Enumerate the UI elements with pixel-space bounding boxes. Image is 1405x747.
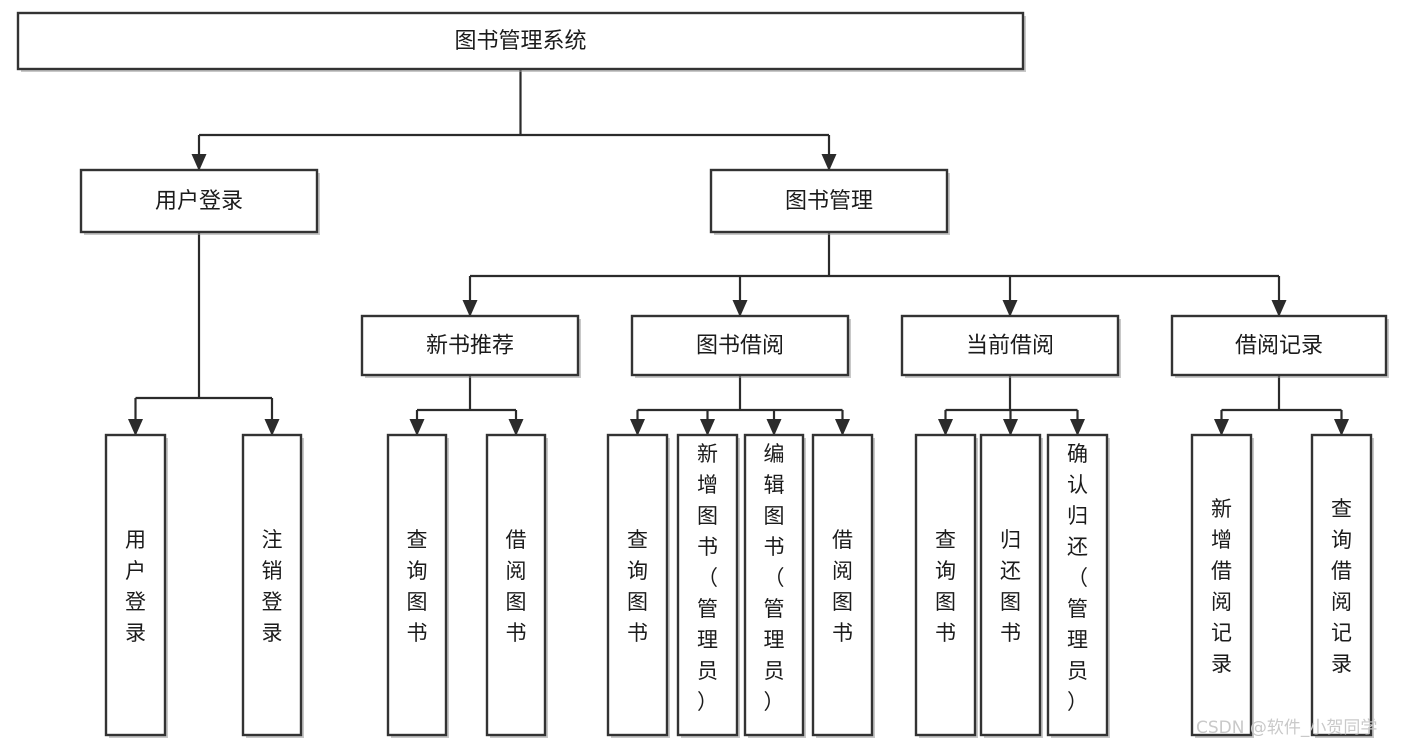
watermark-label: CSDN @软件_小贺同学 [1196,718,1377,738]
arrow-head-icon [1003,419,1018,436]
node-label: 借阅图书 [832,528,853,645]
node-box[interactable] [1190,433,1253,737]
arrow-head-icon [1070,419,1085,436]
node-box[interactable] [16,11,1025,71]
node-leaf-borrow-book-rec[interactable]: 借阅图书 [485,433,548,738]
node-label: 新增图书（管理员） [697,442,718,714]
node-leaf-borrow-book[interactable]: 借阅图书 [811,433,875,738]
node-leaf-query-book-borrow[interactable]: 查询图书 [606,433,670,738]
node-box[interactable] [104,433,167,737]
node-box[interactable] [979,433,1042,737]
arrow-head-icon [821,154,837,171]
node-box[interactable] [1046,433,1109,737]
node-label: 新书推荐 [426,334,514,359]
node-box[interactable] [241,433,303,737]
node-box[interactable] [360,314,580,377]
node-label: 注销登录 [262,528,283,645]
node-current-borrow[interactable]: 当前借阅 [900,314,1121,378]
arrow-head-icon [766,419,782,436]
node-box[interactable] [1310,433,1373,737]
node-box[interactable] [676,433,739,737]
node-label: 借阅记录 [1235,334,1323,359]
arrow-head-icon [700,419,715,436]
arrow-head-icon [1002,300,1018,317]
node-book-borrow[interactable]: 图书借阅 [630,314,851,378]
node-label: 归还图书 [1000,528,1021,645]
node-box[interactable] [743,433,805,737]
node-label: 借阅图书 [506,528,527,645]
node-label: 编辑图书（管理员） [764,442,785,714]
arrow-head-icon [835,419,850,436]
node-new-book-recommend[interactable]: 新书推荐 [360,314,581,378]
node-label: 图书借阅 [696,334,784,359]
node-leaf-add-record[interactable]: 新增借阅记录 [1190,433,1254,738]
node-box[interactable] [79,168,319,234]
node-box[interactable] [900,314,1120,377]
node-label: 图书管理 [785,189,873,214]
node-leaf-confirm-return[interactable]: 确认归还（管理员） [1046,433,1110,738]
arrow-head-icon [508,419,524,436]
node-borrow-record[interactable]: 借阅记录 [1170,314,1389,378]
node-leaf-return-book[interactable]: 归还图书 [979,433,1043,738]
node-box[interactable] [606,433,669,737]
node-leaf-user-login[interactable]: 用户登录 [104,433,168,738]
arrow-head-icon [462,300,478,317]
node-label: 新增借阅记录 [1211,497,1232,676]
arrow-head-icon [1214,419,1229,436]
node-box[interactable] [485,433,547,737]
node-leaf-query-book-cur[interactable]: 查询图书 [914,433,978,738]
node-label: 查询图书 [407,528,428,645]
node-root[interactable]: 图书管理系统 [16,11,1026,72]
node-label: 用户登录 [125,528,146,645]
node-book-manage[interactable]: 图书管理 [709,168,950,235]
arrow-head-icon [1334,419,1349,436]
arrow-head-icon [264,419,280,436]
arrow-head-icon [938,419,953,436]
arrow-head-icon [630,419,645,436]
node-box[interactable] [914,433,977,737]
node-box[interactable] [709,168,949,234]
connector-layer [128,69,1349,436]
node-label: 当前借阅 [966,334,1054,359]
node-label: 用户登录 [155,189,243,214]
node-label: 查询图书 [627,528,648,645]
node-leaf-query-record[interactable]: 查询借阅记录 [1310,433,1374,738]
arrow-head-icon [1271,300,1287,317]
node-layer: 图书管理系统用户登录图书管理新书推荐图书借阅当前借阅借阅记录用户登录注销登录查询… [16,11,1389,738]
arrow-head-icon [409,419,425,436]
node-user-login[interactable]: 用户登录 [79,168,320,235]
arrow-head-icon [128,419,143,436]
node-leaf-edit-book[interactable]: 编辑图书（管理员） [743,433,806,738]
node-leaf-add-book[interactable]: 新增图书（管理员） [676,433,740,738]
node-leaf-query-book-rec[interactable]: 查询图书 [386,433,449,738]
arrow-head-icon [732,300,748,317]
node-leaf-logout[interactable]: 注销登录 [241,433,304,738]
node-label: 查询图书 [935,528,956,645]
node-box[interactable] [386,433,448,737]
node-label: 确认归还（管理员） [1067,442,1088,714]
node-label: 图书管理系统 [454,29,586,54]
arrow-head-icon [191,154,207,171]
node-label: 查询借阅记录 [1331,497,1352,676]
node-box[interactable] [811,433,874,737]
node-box[interactable] [1170,314,1388,377]
node-box[interactable] [630,314,850,377]
